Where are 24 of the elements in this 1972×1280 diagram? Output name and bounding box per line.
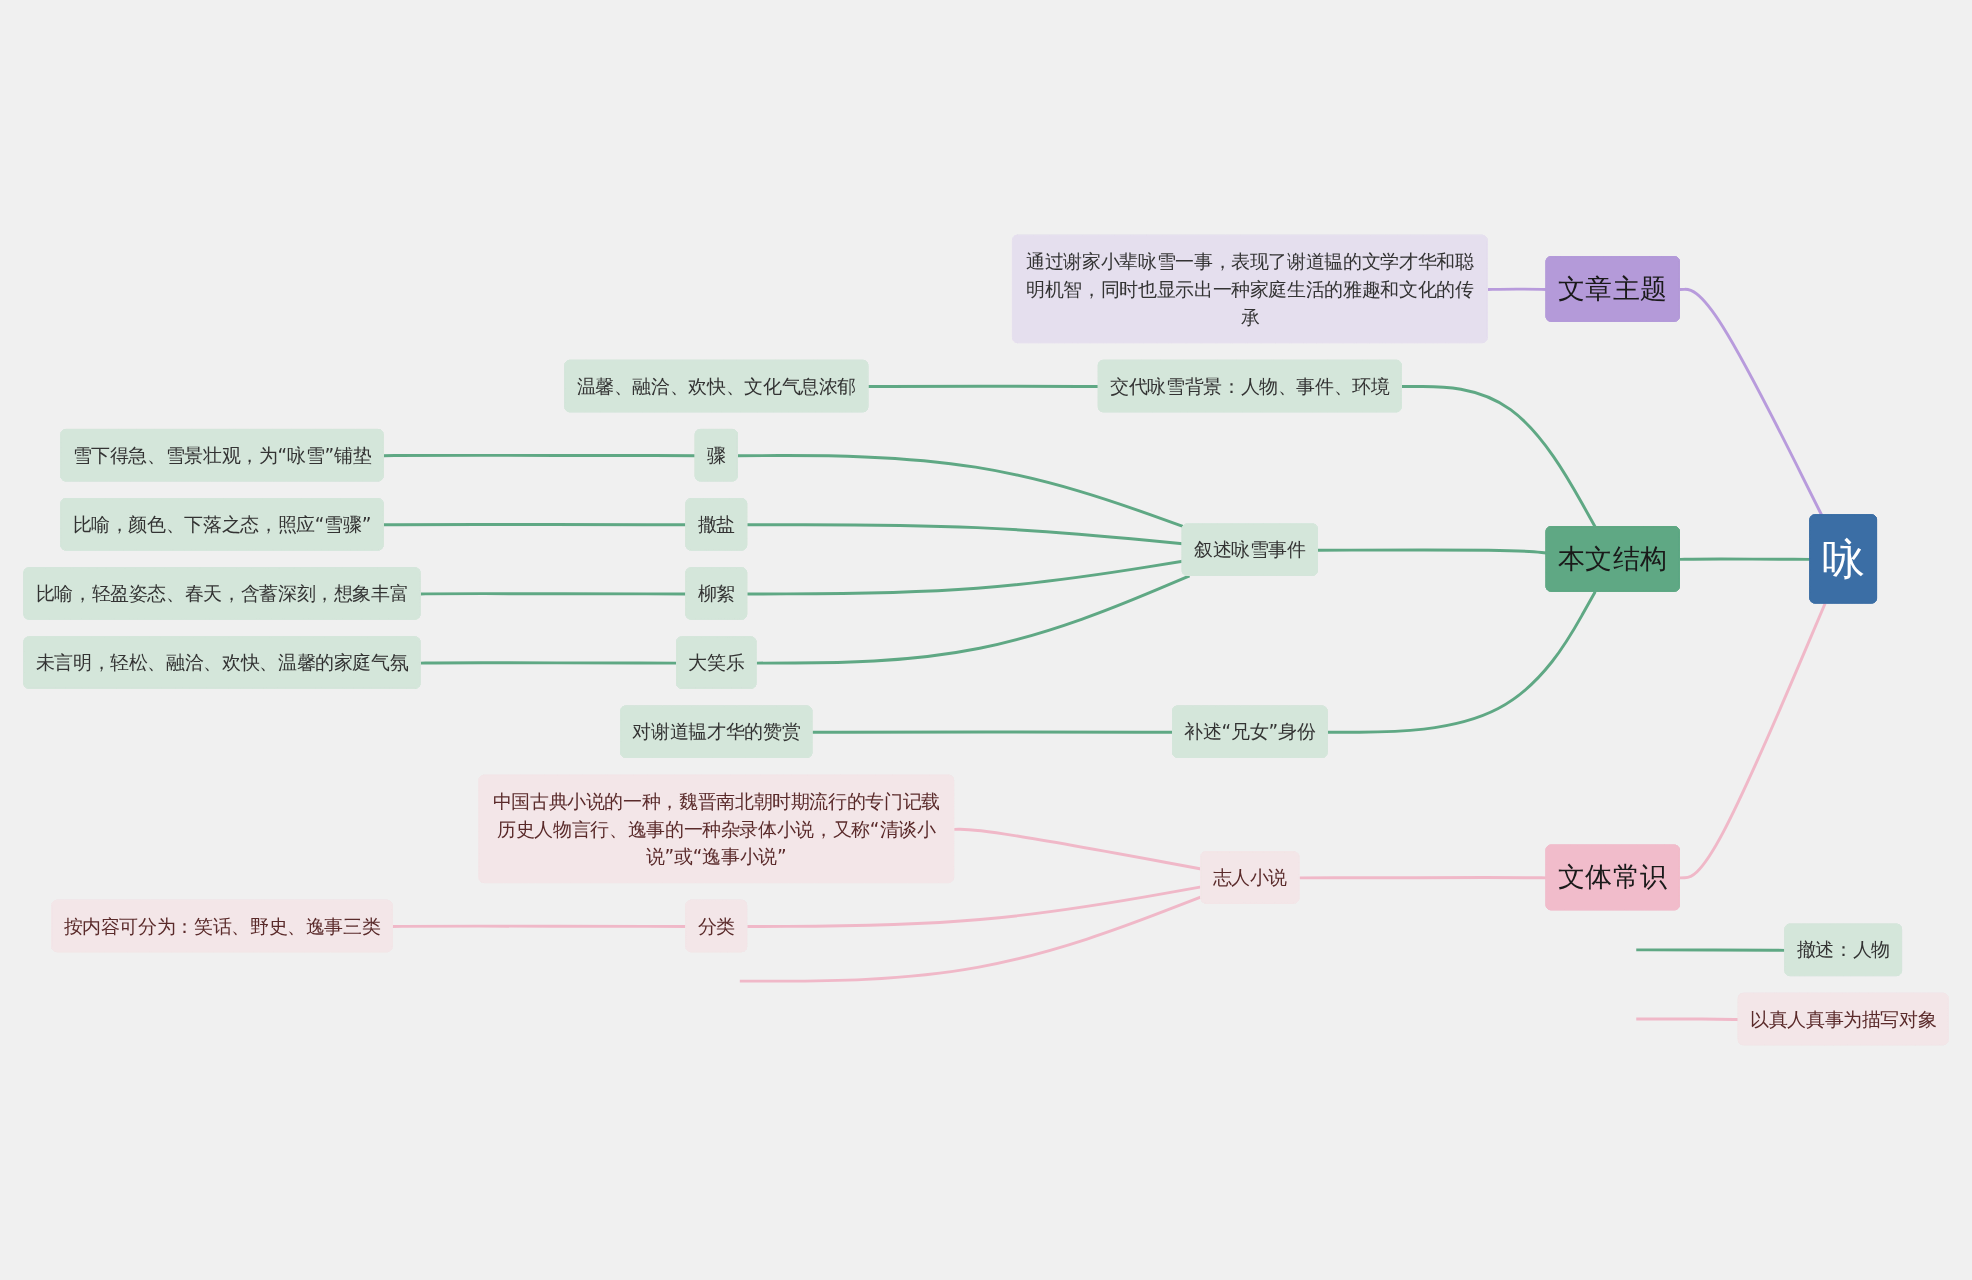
connector	[747, 559, 1183, 596]
connector	[1327, 591, 1597, 734]
connector	[1679, 287, 1824, 516]
connector	[420, 661, 678, 665]
connector	[1679, 602, 1827, 880]
connector	[383, 453, 696, 458]
connector	[868, 384, 1099, 388]
connector	[1401, 384, 1597, 528]
connector	[737, 454, 1185, 528]
connector	[1636, 1017, 1739, 1021]
connector	[1299, 876, 1547, 880]
connector	[420, 592, 687, 596]
connector	[383, 523, 687, 527]
connector	[954, 827, 1202, 871]
connector	[1679, 557, 1811, 561]
connector	[739, 895, 1202, 983]
connector	[747, 885, 1202, 928]
connector	[1318, 548, 1547, 555]
connector	[1636, 948, 1786, 952]
connector	[812, 730, 1173, 734]
connector	[1487, 287, 1547, 291]
connector	[392, 924, 687, 928]
connector	[747, 523, 1183, 546]
connector	[756, 574, 1191, 665]
